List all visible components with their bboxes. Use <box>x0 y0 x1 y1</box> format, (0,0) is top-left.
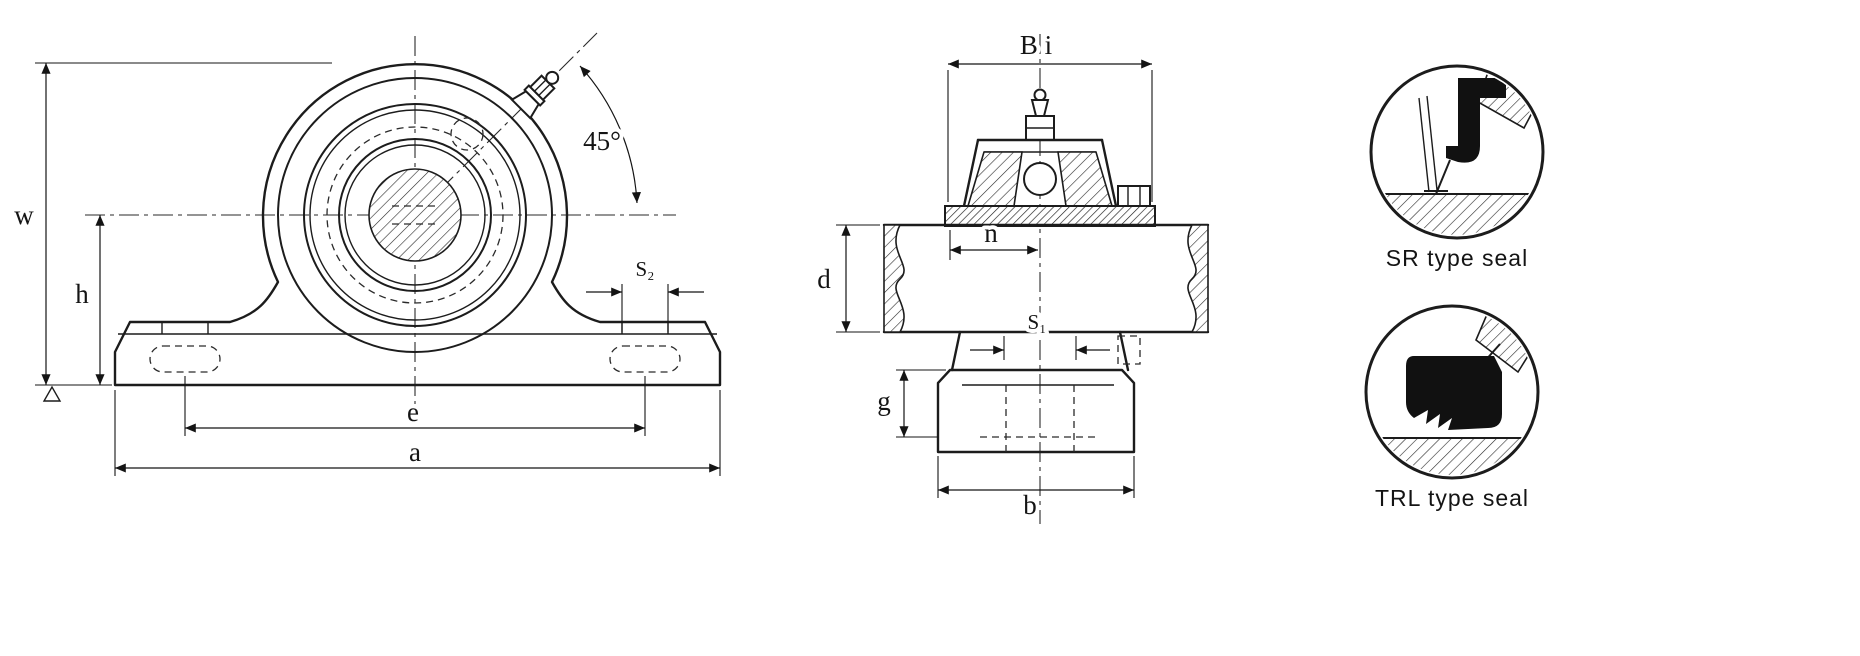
dim-d: d <box>813 224 880 333</box>
grease-fitting-side <box>1025 88 1055 141</box>
set-screw-side <box>1117 185 1151 207</box>
dim-w-label: w <box>14 200 34 230</box>
dim-b-label: b <box>1023 490 1037 520</box>
set-screw-hidden-circle <box>450 117 484 151</box>
dim-g: g <box>873 369 946 438</box>
side-view: B i n d S₁ g <box>813 26 1210 524</box>
dim-g-label: g <box>877 386 891 416</box>
inner-ring-band <box>944 205 1156 227</box>
trl-seal-label: TRL type seal <box>1375 485 1529 511</box>
bearing-ball <box>1023 162 1057 196</box>
sr-shaft-hatch <box>1374 194 1540 235</box>
datum-triangle <box>42 385 62 402</box>
front-view: 45° w h e a <box>10 32 722 476</box>
trl-seal-profile <box>1406 356 1502 430</box>
dim-n-label: n <box>984 218 998 248</box>
housing-cap-section <box>944 138 1156 227</box>
base-section <box>936 330 1141 454</box>
seal-detail-trl: TRL type seal <box>1364 304 1540 511</box>
dim-d-label: d <box>817 264 831 294</box>
dim-n: n <box>949 214 1038 260</box>
shaft <box>882 223 1210 334</box>
shaft-bore-hatched <box>368 168 462 262</box>
dim-bi: B i <box>947 26 1153 202</box>
dim-bi-label: B i <box>1020 30 1052 60</box>
dim-s2-label: S₂ <box>635 257 654 281</box>
housing-outline <box>113 62 722 387</box>
sr-seal-profile <box>1446 78 1506 163</box>
dim-a: a <box>114 390 721 476</box>
dim-b: b <box>937 456 1135 524</box>
dim-a-label: a <box>409 437 421 467</box>
dim-angle-label: 45° <box>583 126 621 156</box>
dim-h-label: h <box>75 279 89 309</box>
dim-s1: S₁ <box>970 306 1110 360</box>
dim-e: e <box>184 376 646 436</box>
seal-detail-sr: SR type seal <box>1369 64 1545 271</box>
dim-e-label: e <box>407 397 419 427</box>
sr-slinger <box>1426 95 1438 191</box>
grease-fitting-front <box>510 70 560 120</box>
dim-angle-45: 45° <box>579 65 641 204</box>
dim-s2: S₂ <box>586 253 704 332</box>
dim-w: w <box>10 62 332 402</box>
dim-h: h <box>71 215 105 385</box>
dim-s1-label: S₁ <box>1027 310 1046 334</box>
sr-seal-label: SR type seal <box>1386 245 1528 271</box>
shaft-break-left <box>883 224 905 333</box>
bearing-rings <box>277 77 553 353</box>
shaft-break-right <box>1187 224 1209 333</box>
